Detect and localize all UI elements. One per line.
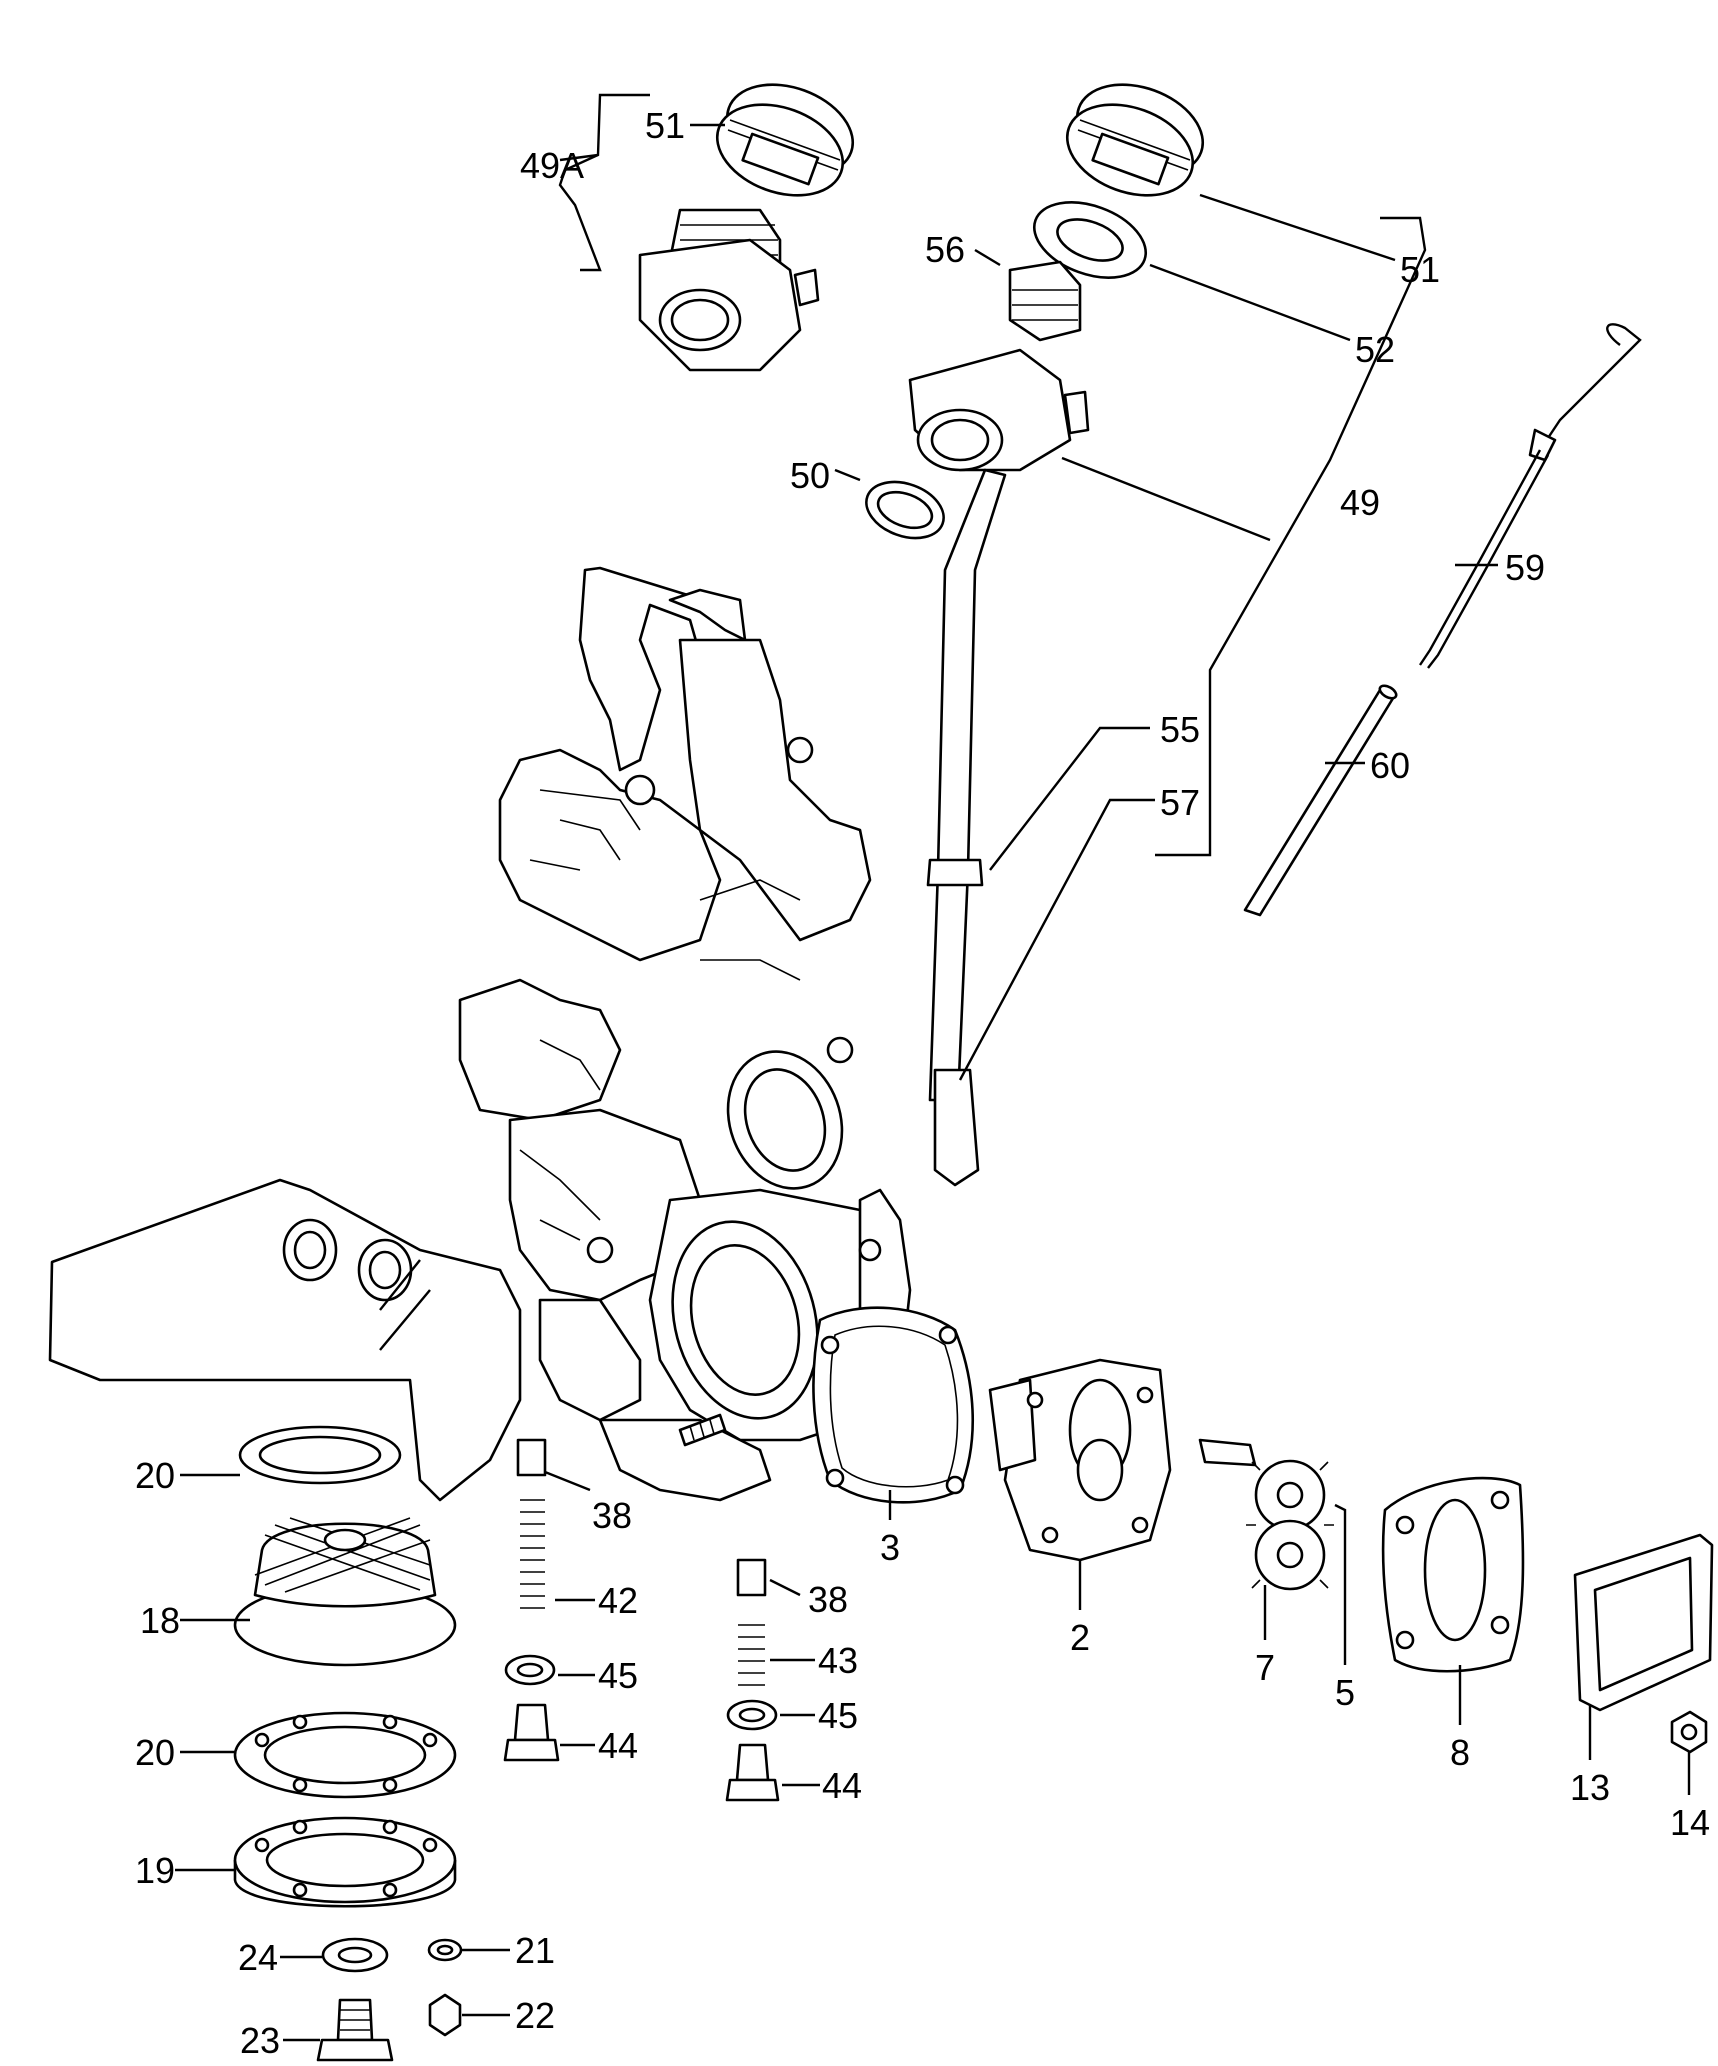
- callout-42: 42: [598, 1580, 638, 1621]
- callout-2: 2: [1070, 1617, 1090, 1658]
- callout-51-right: 51: [1400, 249, 1440, 290]
- gasket-8-illustration: [1381, 1476, 1525, 1673]
- callout-7: 7: [1255, 1647, 1275, 1688]
- crankcase-lower-illustration: [48, 1178, 522, 1502]
- nut-22-illustration: [428, 1993, 462, 2037]
- callout-49: 49: [1340, 482, 1380, 523]
- callout-59: 59: [1505, 547, 1545, 588]
- callout-14: 14: [1670, 1802, 1710, 1843]
- oil-filler-49-illustration: [865, 83, 1205, 1187]
- callout-20-lower: 20: [135, 1732, 175, 1773]
- dipstick-59-illustration: [1419, 323, 1642, 669]
- sump-plate-19-illustration: [233, 1816, 457, 1908]
- callout-labels: 49A 51 56 51 52 50 49 59 55 60 57 20 38 …: [135, 105, 1710, 2061]
- callout-44-b: 44: [822, 1765, 862, 1806]
- oil-pump-body-2-illustration: [988, 1358, 1172, 1562]
- callout-45-a: 45: [598, 1655, 638, 1696]
- callout-13: 13: [1570, 1767, 1610, 1808]
- oil-filler-49A-illustration: [638, 83, 855, 372]
- tube-60-illustration: [1243, 684, 1398, 917]
- callout-20-top: 20: [135, 1455, 175, 1496]
- plug-23-illustration: [316, 1998, 394, 2062]
- callout-56: 56: [925, 229, 965, 270]
- callout-52: 52: [1355, 329, 1395, 370]
- callout-49A: 49A: [520, 145, 584, 186]
- washer-21-illustration: [427, 1938, 463, 1962]
- leader-lines: [175, 93, 1691, 2042]
- callout-19: 19: [135, 1850, 175, 1891]
- nut-14-illustration: [1670, 1710, 1708, 1754]
- strainer-18-illustration: [233, 1517, 457, 1667]
- callout-57: 57: [1160, 782, 1200, 823]
- callout-45-b: 45: [818, 1695, 858, 1736]
- callout-24: 24: [238, 1937, 278, 1978]
- callout-51-left: 51: [645, 105, 685, 146]
- pump-gears-7-5-illustration: [1198, 1438, 1334, 1591]
- gasket-20-top-illustration: [238, 1425, 402, 1485]
- relief-valve-set-2-illustration: [725, 1558, 780, 1802]
- callout-18: 18: [140, 1600, 180, 1641]
- cover-13-illustration: [1573, 1533, 1714, 1712]
- washer-24-illustration: [321, 1937, 389, 1973]
- callout-23: 23: [240, 2020, 280, 2061]
- callout-50: 50: [790, 455, 830, 496]
- gasket-3-illustration: [812, 1306, 974, 1504]
- gasket-20-lower-illustration: [233, 1711, 457, 1799]
- callout-5: 5: [1335, 1672, 1355, 1713]
- callout-38-a: 38: [592, 1495, 632, 1536]
- callout-22: 22: [515, 1995, 555, 2036]
- relief-valve-set-1-illustration: [503, 1438, 560, 1762]
- callout-55: 55: [1160, 709, 1200, 750]
- callout-3: 3: [880, 1527, 900, 1568]
- callout-43: 43: [818, 1640, 858, 1681]
- callout-44-a: 44: [598, 1725, 638, 1766]
- callout-8: 8: [1450, 1732, 1470, 1773]
- callout-60: 60: [1370, 745, 1410, 786]
- callout-21: 21: [515, 1930, 555, 1971]
- callout-38-b: 38: [808, 1579, 848, 1620]
